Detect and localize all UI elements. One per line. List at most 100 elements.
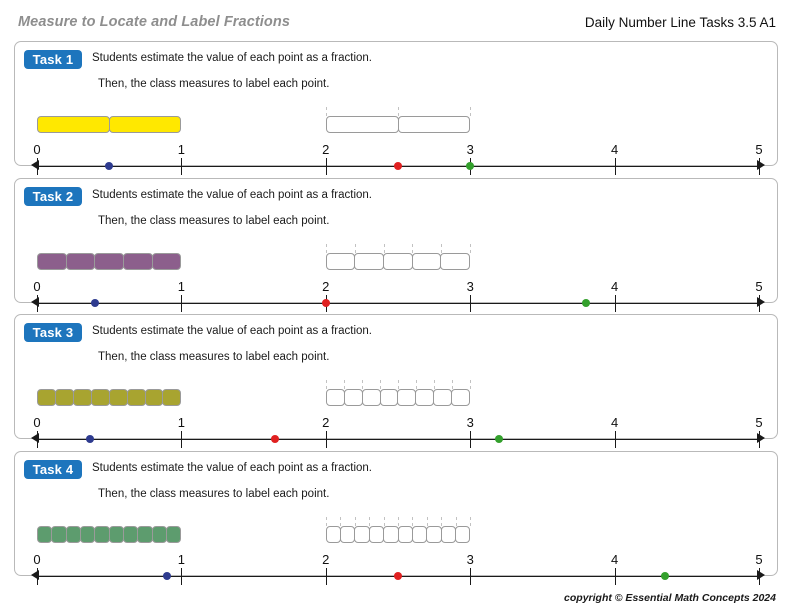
fraction-bar-segment[interactable] (397, 116, 471, 133)
fraction-bar-segment[interactable] (54, 389, 74, 406)
axis-arrow-right-icon (757, 160, 765, 170)
task-badge[interactable]: Task 4 (24, 460, 82, 479)
fraction-bar-segment[interactable] (440, 253, 471, 270)
blue-point[interactable] (90, 299, 99, 307)
fraction-bar-segment[interactable] (354, 253, 385, 270)
axis-tick (181, 295, 183, 312)
fraction-bar-segment[interactable] (166, 526, 182, 543)
fraction-bar-segment[interactable] (37, 389, 56, 406)
fraction-bar-segment[interactable] (37, 116, 110, 133)
fraction-bar-segment[interactable] (123, 253, 153, 270)
empty-bar-guide-ticks (325, 244, 472, 253)
axis-tick-label: 3 (466, 142, 474, 157)
guide-tick (434, 380, 436, 389)
fraction-bar-segment[interactable] (37, 253, 67, 270)
task-instruction-secondary: Then, the class measures to label each p… (98, 78, 330, 90)
red-point[interactable] (271, 435, 280, 443)
guide-tick (412, 517, 414, 526)
guide-tick (455, 517, 457, 526)
guide-tick (354, 244, 356, 253)
fraction-bar-segment[interactable] (411, 253, 442, 270)
fraction-bar-segment[interactable] (379, 389, 399, 406)
fraction-bar-segment[interactable] (123, 526, 139, 543)
fraction-bar-segment[interactable] (383, 253, 413, 270)
green-point[interactable] (661, 572, 670, 580)
fraction-bar-segment[interactable] (343, 389, 363, 406)
blue-point[interactable] (86, 435, 95, 443)
fraction-bar-segment[interactable] (108, 116, 182, 133)
blue-point[interactable] (105, 162, 114, 170)
page-title: Measure to Locate and Label Fractions (18, 14, 291, 30)
number-line-axis (37, 439, 759, 440)
red-point[interactable] (321, 299, 330, 307)
fraction-bar-segment[interactable] (325, 526, 342, 543)
fraction-bar-segment[interactable] (451, 389, 471, 406)
green-point[interactable] (466, 162, 475, 170)
fraction-bar-segment[interactable] (37, 526, 53, 543)
empty-bar-guide-ticks (325, 380, 472, 389)
axis-tick-label: 4 (610, 279, 619, 294)
axis-tick-label: 0 (33, 415, 41, 430)
task-instruction-secondary: Then, the class measures to label each p… (98, 215, 330, 227)
fraction-bar-segment[interactable] (151, 253, 182, 270)
fraction-bar-segment[interactable] (65, 526, 82, 543)
fraction-bar-segment[interactable] (368, 526, 385, 543)
fraction-bar-segment[interactable] (397, 389, 417, 406)
axis-tick-label: 2 (322, 552, 330, 567)
filled-fraction-bar (37, 116, 182, 133)
task-badge[interactable]: Task 1 (24, 50, 82, 69)
fraction-bar-segment[interactable] (108, 526, 125, 543)
fraction-bar-segment[interactable] (162, 389, 182, 406)
fraction-bar-segment[interactable] (415, 389, 435, 406)
fraction-bar-segment[interactable] (90, 389, 110, 406)
axis-tick (614, 158, 616, 175)
task-badge[interactable]: Task 3 (24, 323, 82, 342)
fraction-bar-segment[interactable] (354, 526, 370, 543)
fraction-bar-segment[interactable] (440, 526, 456, 543)
fraction-bar-segment[interactable] (94, 526, 110, 543)
fraction-bar-segment[interactable] (426, 526, 442, 543)
fraction-bar-segment[interactable] (433, 389, 453, 406)
fraction-bar-segment[interactable] (144, 389, 164, 406)
green-point[interactable] (581, 299, 590, 307)
guide-tick (397, 517, 399, 526)
axis-tick-label: 4 (610, 415, 619, 430)
axis-tick (470, 568, 472, 585)
fraction-bar-segment[interactable] (108, 389, 128, 406)
fraction-bar-segment[interactable] (65, 253, 96, 270)
fraction-bar-segment[interactable] (126, 389, 146, 406)
task-badge[interactable]: Task 2 (24, 187, 82, 206)
fraction-bar-segment[interactable] (137, 526, 153, 543)
fraction-bar-segment[interactable] (361, 389, 381, 406)
fraction-bar-segment[interactable] (94, 253, 125, 270)
fraction-bar-segment[interactable] (397, 526, 413, 543)
fraction-bar-segment[interactable] (325, 116, 399, 133)
fraction-bar-segment[interactable] (325, 389, 345, 406)
axis-tick (759, 158, 760, 175)
red-point[interactable] (394, 162, 402, 170)
green-point[interactable] (495, 435, 504, 443)
fraction-bar-segment[interactable] (72, 389, 92, 406)
blue-point[interactable] (162, 572, 171, 580)
axis-tick (181, 158, 183, 175)
axis-tick-label: 1 (177, 415, 185, 430)
axis-tick-label: 0 (33, 552, 41, 567)
red-point[interactable] (394, 572, 402, 580)
fraction-bar-segment[interactable] (325, 253, 356, 270)
fraction-bar-segment[interactable] (411, 526, 428, 543)
axis-tick-label: 3 (466, 552, 474, 567)
fraction-bar-segment[interactable] (151, 526, 168, 543)
fraction-bar-segment[interactable] (383, 526, 399, 543)
empty-fraction-bar (325, 389, 471, 406)
axis-tick (759, 431, 760, 448)
fraction-bar-segment[interactable] (51, 526, 67, 543)
fraction-bar-segment[interactable] (340, 526, 356, 543)
number-line-axis (37, 303, 759, 304)
fraction-bar-segment[interactable] (80, 526, 96, 543)
guide-tick (470, 380, 472, 389)
fraction-bar-segment[interactable] (454, 526, 471, 543)
